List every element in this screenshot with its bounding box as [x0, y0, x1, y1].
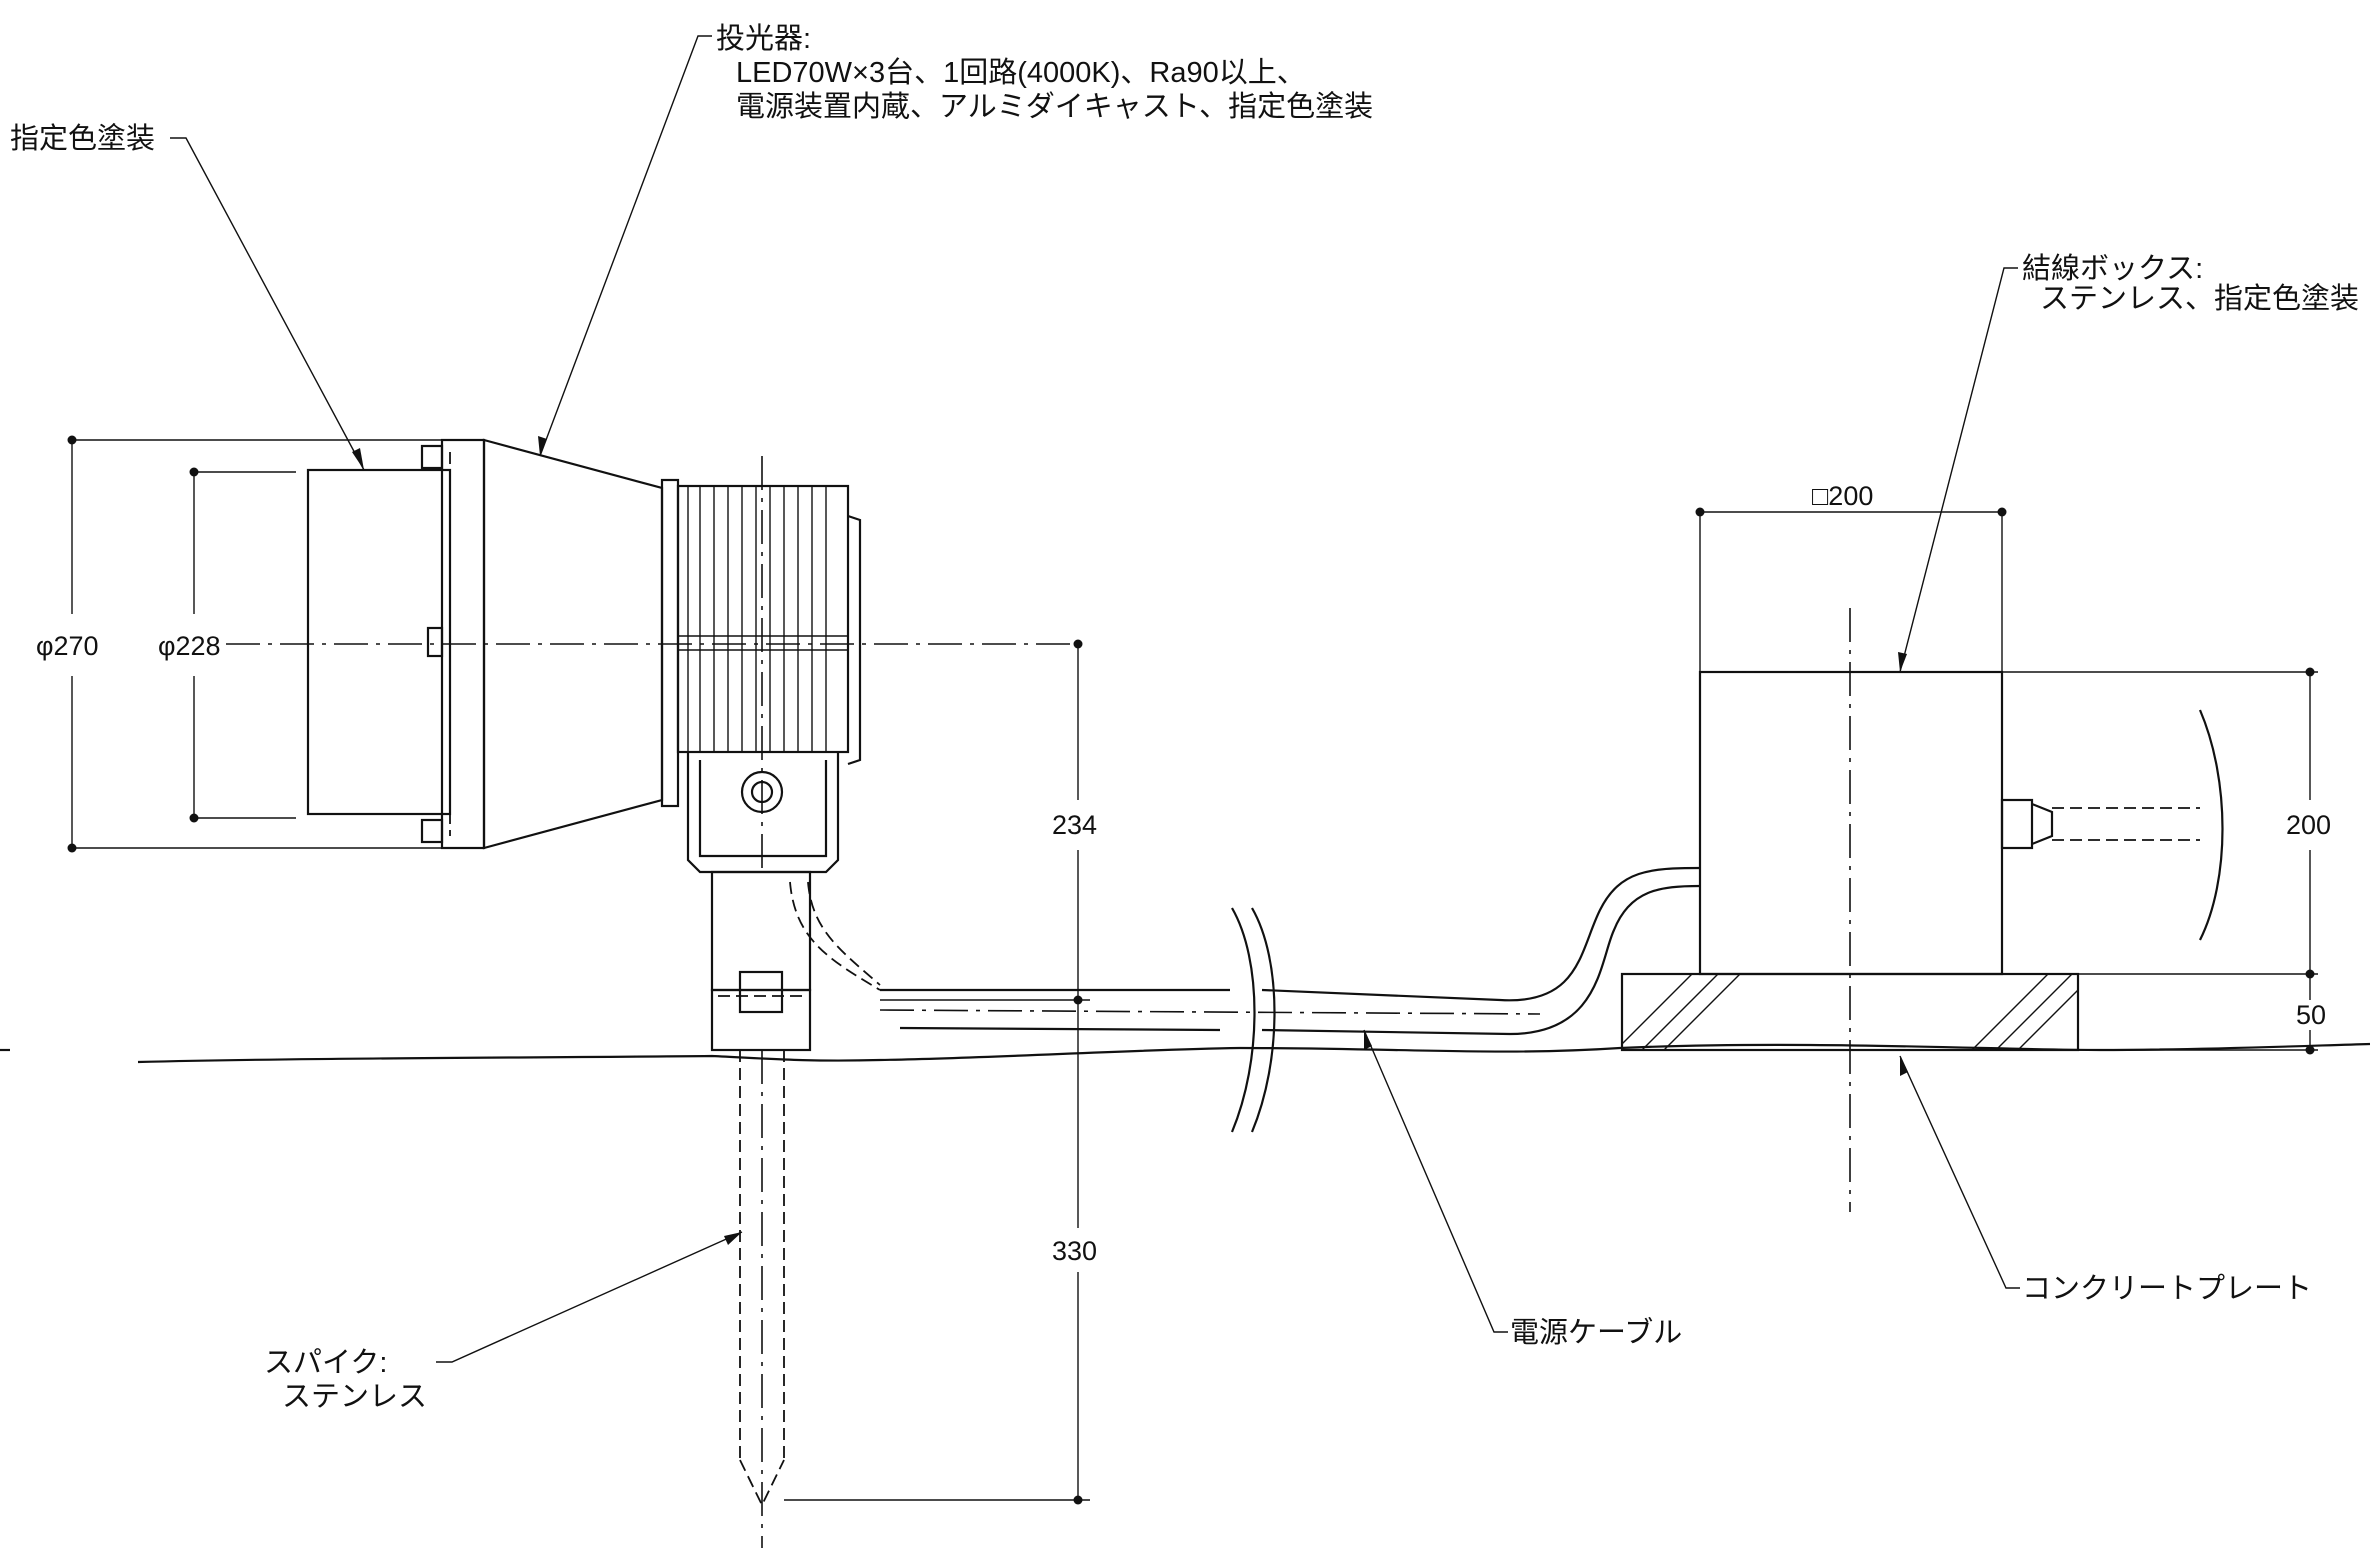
cable-rise-outer — [1261, 866, 1701, 1002]
dim-outer-diameter: φ270 — [36, 631, 99, 661]
ground-line — [137, 1042, 2371, 1064]
cable-gland — [2000, 798, 2034, 850]
leader-paint — [170, 137, 365, 471]
cable-exit — [789, 881, 881, 991]
plate-body — [1620, 972, 2080, 1052]
heatsink — [676, 484, 850, 754]
rear-cap — [847, 514, 862, 766]
spike-tip — [739, 1459, 785, 1508]
leader-spike — [436, 1231, 743, 1363]
cable-rise-inner — [1261, 884, 1701, 1036]
dimension-depth-below: 330 — [784, 1000, 1097, 1505]
leader-junction — [1899, 267, 2018, 673]
dimension-box-height: 200 50 — [2002, 667, 2331, 1055]
label-cable: 電源ケーブル — [1510, 1316, 1682, 1349]
break-line-1 — [1230, 907, 1256, 1133]
box-body — [1698, 670, 2004, 976]
spike — [739, 1050, 785, 1548]
junction-box — [1698, 608, 2224, 1212]
gland-nut — [2031, 802, 2054, 846]
dimension-inner-diameter: φ228 — [158, 467, 296, 823]
dim-inner-diameter: φ228 — [158, 631, 221, 661]
stem-base — [710, 988, 812, 1052]
label-junction-title: 結線ボックス: — [2022, 252, 2203, 285]
power-cable — [879, 866, 1701, 1133]
heatsink-collar — [660, 478, 680, 808]
dimension-box-size: □200 — [1695, 481, 2007, 672]
heatsink-fins — [678, 486, 848, 752]
concrete-plate — [1620, 972, 2080, 1052]
label-floodlight-line2: 電源装置内蔵、アルミダイキャスト、指定色塗装 — [736, 90, 1373, 123]
dim-box-height: 200 — [2286, 810, 2331, 840]
yoke-inner — [698, 760, 828, 858]
label-floodlight-title: 投光器: — [716, 22, 811, 55]
cable-centerline — [879, 1009, 1541, 1015]
dim-plate-height: 50 — [2296, 1000, 2326, 1030]
label-paint-left: 指定色塗装 — [10, 122, 155, 155]
leader-cable — [1363, 1029, 1508, 1333]
flange-bolts — [420, 444, 444, 844]
dimension-outer-diameter: φ270 — [36, 435, 442, 853]
floodlight — [306, 438, 881, 1052]
break-line-3 — [2198, 709, 2224, 941]
cable-exit-2 — [807, 881, 881, 986]
label-floodlight-line1: LED70W×3台、1回路(4000K)、Ra90以上、 — [736, 56, 1306, 89]
clamp-nut — [738, 970, 784, 1014]
dim-depth-below: 330 — [1052, 1236, 1097, 1266]
label-spike-line1: ステンレス — [282, 1381, 427, 1413]
leader-lines — [170, 35, 2020, 1363]
label-junction-line1: ステンレス、指定色塗装 — [2040, 282, 2359, 315]
label-concrete: コンクリートプレート — [2022, 1273, 2312, 1305]
dimension-height-above: 234 — [880, 639, 1097, 1005]
leader-floodlight — [539, 35, 712, 457]
cable-bottom — [899, 1026, 1221, 1032]
leader-concrete — [1899, 1055, 2020, 1289]
dim-box-size: □200 — [1812, 481, 1873, 511]
dim-height-above: 234 — [1052, 810, 1097, 840]
plate-hatch — [1621, 973, 2079, 1051]
break-line-2 — [1250, 907, 1276, 1133]
label-spike-title: スパイク: — [264, 1347, 387, 1379]
